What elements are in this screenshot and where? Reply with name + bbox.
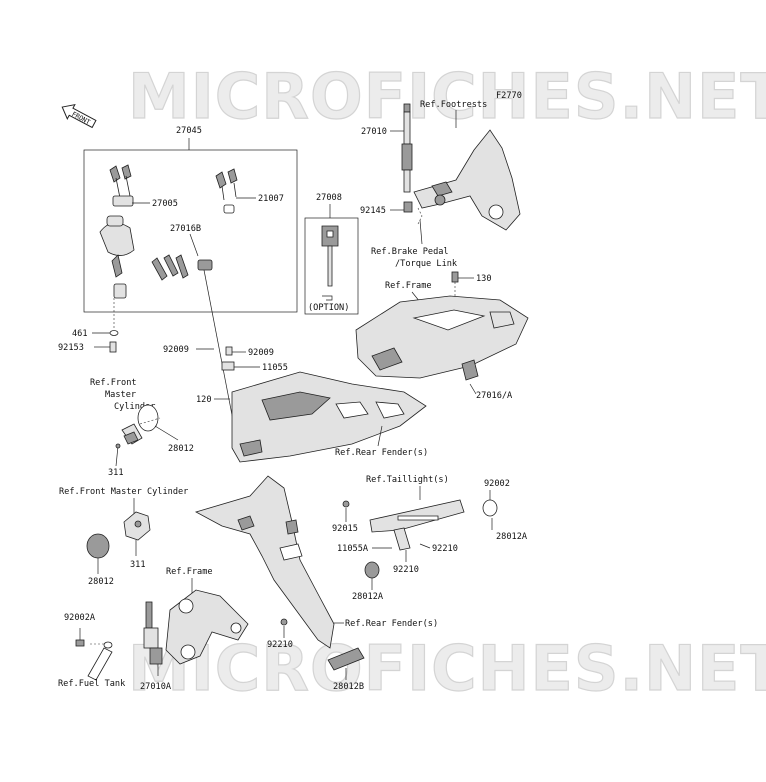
watermark-bottom: MICROFICHES.NET (128, 632, 766, 705)
label-28012a-1: 28012A (496, 532, 528, 542)
ref-brake-1: Ref.Brake Pedal (371, 247, 449, 257)
label-92009-b: 92009 (248, 348, 274, 358)
label-27010: 27010 (361, 127, 387, 137)
label-11055a: 11055A (337, 544, 369, 554)
label-311-b: 311 (130, 560, 146, 570)
key-set-27016b (151, 254, 213, 281)
figure-id: F2770 (496, 91, 522, 101)
label-120: 120 (196, 395, 212, 405)
ref-taillight: Ref.Taillight(s) (366, 475, 449, 485)
label-21007: 21007 (258, 194, 284, 204)
label-27010a: 27010A (140, 682, 172, 692)
label-27008: 27008 (316, 193, 342, 203)
label-130: 130 (476, 274, 492, 284)
label-28012-b: 28012 (88, 577, 114, 587)
option-key-icon (321, 225, 339, 287)
key-set-27005 (99, 164, 135, 299)
label-92015: 92015 (332, 524, 358, 534)
label-92210-a: 92210 (432, 544, 458, 554)
label-27016a: 27016/A (476, 391, 513, 401)
label-461: 461 (72, 329, 88, 339)
frame-bracket (165, 589, 249, 665)
license-reflector-28012b (327, 647, 365, 671)
rear-fender-bracket (194, 475, 335, 649)
ref-front-1: Ref.Front (90, 378, 137, 388)
watermark-top: MICROFICHES.NET (128, 60, 766, 133)
label-27016b: 27016B (170, 224, 201, 234)
rear-fender-inner (231, 371, 427, 463)
master-cylinder-bracket (123, 511, 151, 541)
ref-front-3: Cylinder (114, 402, 155, 412)
label-11055: 11055 (262, 363, 288, 373)
option-label: (OPTION) (308, 303, 349, 313)
label-28012bb: 28012B (333, 682, 364, 692)
label-92145: 92145 (360, 206, 386, 216)
master-cylinder-cap (121, 404, 159, 445)
reflector-28012a (364, 561, 380, 579)
label-92210-c: 92210 (267, 640, 293, 650)
label-28012a-2: 28012A (352, 592, 384, 602)
label-92153: 92153 (58, 343, 84, 353)
footrest-bracket (413, 129, 521, 231)
label-311-a: 311 (108, 468, 124, 478)
label-27005: 27005 (152, 199, 178, 209)
ref-frame-top: Ref.Frame (385, 281, 432, 291)
ref-footrests: Ref.Footrests (420, 100, 487, 110)
taillight-bracket (369, 499, 465, 551)
key-set-21007 (215, 168, 238, 214)
front-arrow-icon: FRONT (61, 104, 97, 129)
ref-rear-fender-1: Ref.Rear Fender(s) (335, 448, 428, 458)
label-92210-b: 92210 (393, 565, 419, 575)
option-box (304, 217, 359, 315)
ref-front-2: Master (105, 390, 136, 400)
cap-28012 (86, 533, 110, 559)
label-92002a: 92002A (64, 613, 96, 623)
label-27045: 27045 (176, 126, 202, 136)
set-box-27045 (83, 149, 298, 313)
ref-frame-bottom: Ref.Frame (166, 567, 213, 577)
label-92009-a: 92009 (163, 345, 189, 355)
sensor-27010a (143, 601, 163, 665)
brake-light-switch-27010 (401, 103, 413, 193)
ref-rear-fender-2: Ref.Rear Fender(s) (345, 619, 438, 629)
label-92002: 92002 (484, 479, 510, 489)
ref-brake-2: /Torque Link (395, 259, 458, 269)
ref-front-master-full: Ref.Front Master Cylinder (59, 487, 188, 497)
fuel-tank-hose (87, 647, 113, 681)
label-28012-a: 28012 (168, 444, 194, 454)
ref-fuel-tank: Ref.Fuel Tank (58, 679, 126, 689)
rear-subframe (355, 295, 529, 381)
